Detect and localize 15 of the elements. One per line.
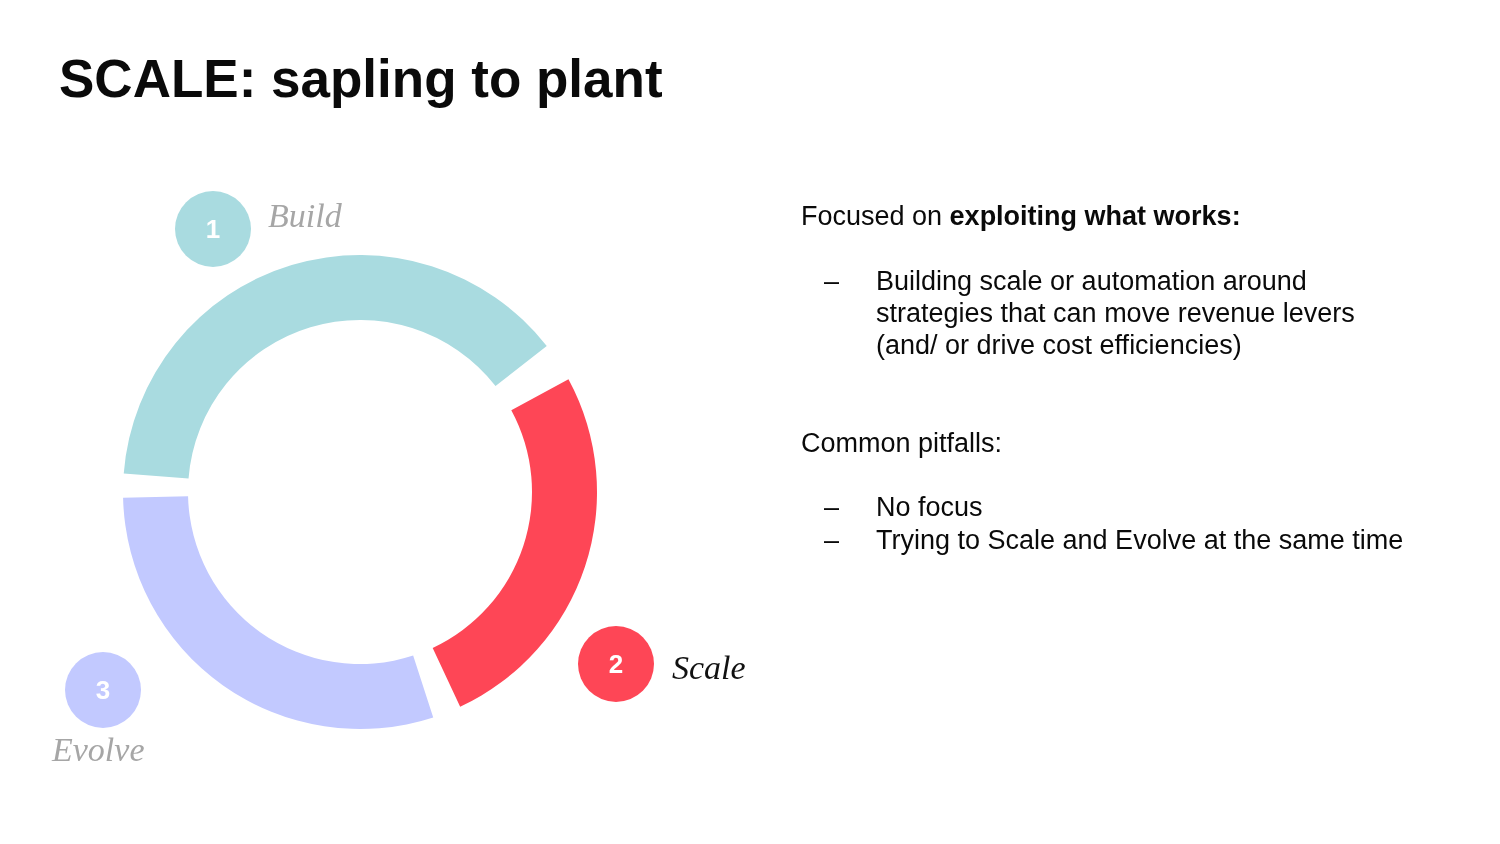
slide-title: SCALE: sapling to plant xyxy=(59,48,663,110)
bullet-dash: – xyxy=(824,265,841,297)
bullet-text: Trying to Scale and Evolve at the same time xyxy=(876,524,1405,556)
section-heading: Common pitfalls: xyxy=(801,427,1004,459)
bullet-dash: – xyxy=(824,491,841,523)
step-number: 1 xyxy=(205,214,221,244)
bullet-text: No focus xyxy=(876,491,984,523)
intro-text: Focused on exploiting what works: xyxy=(801,200,1242,232)
step-number: 2 xyxy=(608,649,624,679)
step-name: Scale xyxy=(672,648,746,688)
bullet-text: Building scale or automation around strategies that can move revenue levers (and/ or drive cost efficiencies) xyxy=(876,265,1356,361)
step-number: 3 xyxy=(95,675,111,705)
bullet-dash: – xyxy=(824,524,841,556)
step-name: Evolve xyxy=(52,730,145,770)
step-name: Build xyxy=(268,196,342,236)
